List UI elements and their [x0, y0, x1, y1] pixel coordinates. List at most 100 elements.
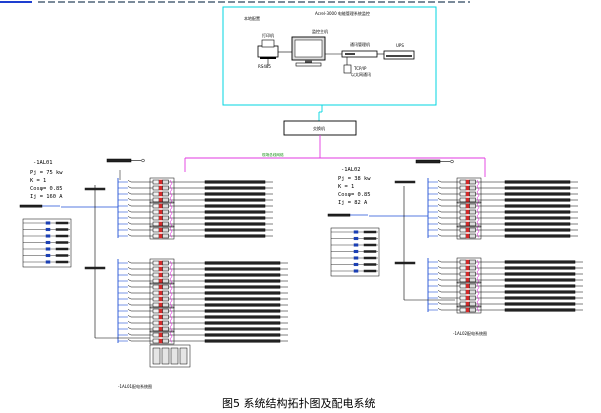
left-lower-meter-module — [162, 302, 169, 308]
right-upper-meter — [459, 215, 467, 221]
left-lower-meter — [152, 302, 160, 308]
left-upper-breaker-contact — [127, 186, 132, 189]
panel-right: -1AL02 Pj = 38 kw K = 1 Cosφ= 0.85 Ij = … — [327, 159, 583, 336]
panel-left-param-2: K = 1 — [30, 178, 46, 184]
right-upper-cable-label-bar — [504, 222, 571, 226]
right-lower-breaker-contact — [437, 278, 442, 281]
monitor-room-frame — [222, 6, 437, 106]
left-lower-cable-label-bar — [204, 285, 281, 289]
left-lower-meter-module — [162, 266, 169, 272]
left-upper-meter — [152, 227, 160, 233]
left-lower-meter-module — [162, 338, 169, 344]
left-lower-meter-indicator — [158, 290, 163, 296]
right-lower-breaker-contact — [437, 308, 442, 311]
left-lower-breaker-contact — [127, 273, 132, 276]
right-lower-cable-label-bar — [504, 266, 576, 270]
tcp-label: TCP/IP — [353, 66, 367, 71]
left-upper-meter — [152, 197, 160, 203]
right-upper-meter — [459, 185, 467, 191]
left-upper-breaker-contact — [127, 234, 132, 237]
left-upper-cable-label-bar — [204, 192, 266, 196]
left-lower-meter-indicator — [158, 326, 163, 332]
left-upper-meter-indicator — [158, 197, 163, 203]
right-lower-meter-indicator — [465, 283, 470, 289]
right-legend-swatch — [353, 236, 359, 241]
right-legend-text-bar — [363, 237, 377, 240]
printer-label: 打印机 — [262, 32, 274, 38]
right-lower-meter-indicator — [465, 301, 470, 307]
host-computer-icon — [291, 36, 326, 67]
right-upper-meter-module — [469, 215, 476, 221]
right-lower-meter-indicator — [465, 277, 470, 283]
right-upper-meter-module — [469, 227, 476, 233]
field-bus — [184, 135, 486, 177]
panel-right-id: -1AL02 — [341, 167, 360, 173]
right-upper-meter-indicator — [465, 185, 470, 191]
right-lower-meter-module — [469, 277, 476, 283]
right-upper-meter-module — [469, 179, 476, 185]
right-lower-meter — [459, 301, 467, 307]
left-source-cable — [19, 204, 43, 208]
right-lower-comm-chain — [476, 259, 480, 312]
right-lower-meter-indicator — [465, 295, 470, 301]
right-upper-meter — [459, 191, 467, 197]
left-lower-breaker-contact — [127, 321, 132, 324]
left-legend-text-bar — [55, 228, 69, 231]
left-capacitor-unit — [152, 347, 161, 365]
right-lower-meter-indicator — [465, 259, 470, 265]
left-lower-meter-indicator — [158, 320, 163, 326]
left-lower-meter — [152, 272, 160, 278]
panel-right-bottom-label: -1AL02配电系统图 — [453, 330, 487, 336]
right-upper-cable-label-bar — [504, 210, 571, 214]
right-incomer-bar — [415, 159, 441, 164]
right-lower-breaker-contact — [437, 260, 442, 263]
right-lower-meter — [459, 271, 467, 277]
left-upper-meter-module — [162, 203, 169, 209]
panel-left-param-1: Pj = 75 kw — [30, 170, 63, 176]
right-lower-meter-module — [469, 271, 476, 277]
right-legend-text-bar — [363, 269, 377, 273]
left-lower-breaker-contact — [127, 285, 132, 288]
right-lower-meter — [459, 283, 467, 289]
left-upper-meter-module — [162, 179, 169, 185]
right-upper-cable-label-bar — [504, 192, 571, 196]
switch-label: 交换机 — [313, 125, 325, 131]
right-upper-panel-frame — [456, 201, 482, 228]
right-upper-meter-module — [469, 191, 476, 197]
left-upper-meter-indicator — [158, 191, 163, 197]
left-upper-cable-label-bar — [204, 216, 266, 220]
right-upper-meter-indicator — [465, 179, 470, 185]
panel-right-param-4: Ij = 82 A — [338, 200, 368, 206]
right-lower-meter — [459, 259, 467, 265]
right-legend-text-bar — [363, 243, 377, 247]
left-lower-cable-label-bar — [204, 315, 281, 319]
right-upper-breaker-contact — [437, 180, 442, 183]
left-upper-meter-module — [162, 215, 169, 221]
right-legend-text-bar — [363, 263, 377, 266]
right-legend-frame — [330, 227, 380, 277]
left-upper-meter-indicator — [158, 227, 163, 233]
right-upper-meter — [459, 221, 467, 227]
right-upper-meter-indicator — [465, 215, 470, 221]
right-lower-meter-module — [469, 307, 476, 313]
panel-left-id: -1AL01 — [33, 160, 52, 166]
right-lower-cable-label-bar — [504, 290, 576, 294]
left-lower-meter-module — [162, 290, 169, 296]
left-legend-text-bar — [55, 254, 69, 257]
panel-left-param-3: Cosφ= 0.85 — [30, 186, 62, 192]
left-upper-cable-label-bar — [204, 204, 266, 208]
left-lower-meter-indicator — [158, 278, 163, 284]
left-lower-panel-frame — [149, 306, 175, 333]
left-upper-breaker-contact — [127, 210, 132, 213]
left-lower-meter-module — [162, 320, 169, 326]
left-lower-cable-label-bar — [204, 321, 281, 325]
right-lower-meter-module — [469, 295, 476, 301]
left-upper-meter-indicator — [158, 209, 163, 215]
printer-cable-label: RS485 — [258, 64, 271, 69]
right-lower-meter — [459, 289, 467, 295]
right-upper-meter — [459, 203, 467, 209]
left-lower-meter — [152, 266, 160, 272]
left-upper-meter-module — [162, 191, 169, 197]
right-upper-meter-indicator — [465, 197, 470, 203]
left-lower-meter — [152, 296, 160, 302]
